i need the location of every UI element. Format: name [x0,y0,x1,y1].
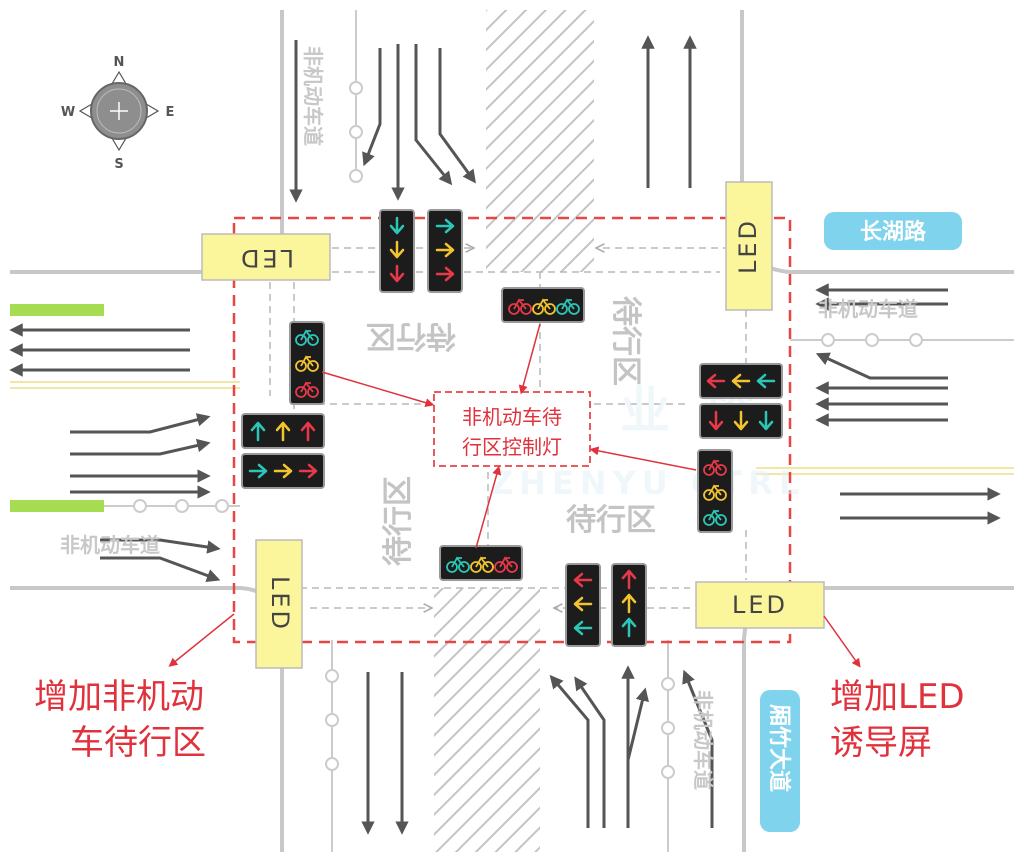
crosswalks [434,10,594,852]
compass-rose-icon: N S W E [61,55,175,172]
bike-signal-north [501,287,585,323]
bike-lane-label-south: 非机动车道 [691,690,715,790]
callout-add-zone: 增加非机动 车待行区 [34,677,206,763]
waiting-zone-south: 待行区 [566,503,656,538]
svg-text:厢竹大道: 厢竹大道 [766,704,792,792]
waiting-zone-west: 待行区 [381,476,416,566]
bike-signals [289,287,733,581]
bicycle-icon [470,556,494,573]
bike-lane-marker [10,304,104,316]
signal-east-left [699,403,783,439]
bike-lane-label-north: 非机动车道 [301,46,325,146]
lane-labels: 非机动车道 非机动车道 非机动车道 非机动车道 [60,46,918,790]
center-lines [10,381,1014,475]
compass-w: W [61,105,75,120]
svg-text:LED: LED [732,591,788,619]
bike-lane-label-west: 非机动车道 [60,533,160,557]
bicycle-icon [556,298,580,315]
led-screen-south: LED [695,581,825,629]
bicycle-icon [703,459,727,476]
bike-lane-marker [10,500,104,512]
signals [241,209,783,647]
callout-add-led: 增加LED 诱导屏 [830,677,965,763]
lane-arrows [9,35,1001,835]
signal-west-straight [241,453,325,489]
svg-text:增加非机动: 增加非机动 [34,677,204,717]
led-screen-east: LED [725,181,773,311]
led-screen-north: LED [201,233,331,281]
compass-s: S [114,157,123,172]
crosswalk-south [434,588,540,852]
svg-text:行区控制灯: 行区控制灯 [462,435,562,459]
compass-n: N [114,55,125,70]
waiting-zone-north: 待行区 [366,318,456,353]
signal-south-left [565,563,601,647]
signal-south-straight [611,563,647,647]
bicycle-icon [295,381,319,398]
svg-text:车待行区: 车待行区 [70,723,206,763]
svg-text:LED: LED [734,218,762,274]
waiting-zone-east: 待行区 [608,296,643,386]
bicycle-icon [532,298,556,315]
signal-north-straight [379,209,415,293]
bicycle-icon [703,509,727,526]
svg-text:LED: LED [238,244,294,272]
svg-text:增加LED: 增加LED [830,677,965,717]
callout-leaders [168,323,861,668]
svg-text:长湖路: 长湖路 [860,219,927,245]
watermark-bottom: ZHENYU CTRL [490,464,805,502]
waiting-zones: 待行区 待行区 待行区 待行区 [366,296,656,566]
signal-north-left [427,209,463,293]
intersection-boundary [232,216,792,644]
bicycle-icon [446,556,470,573]
bicycle-icon [494,556,518,573]
svg-text:LED: LED [266,576,294,632]
road-name-east-west: 长湖路 [824,212,962,250]
bike-signal-south [439,545,523,581]
signal-west-left [241,413,325,449]
signal-east-straight [699,363,783,399]
bike-signal-callout: 非机动车待 行区控制灯 [433,391,591,467]
bike-lane-label-east: 非机动车道 [818,297,918,321]
svg-text:非机动车待: 非机动车待 [462,405,562,429]
led-screen-west: LED [255,539,303,669]
crosswalk-north [486,10,594,272]
compass-e: E [166,105,175,120]
bicycle-icon [295,355,319,372]
bicycle-icon [508,298,532,315]
svg-text:诱导屏: 诱导屏 [830,723,932,763]
bicycle-icon [295,329,319,346]
lane-separators [10,10,1014,852]
bike-signal-west [289,321,325,405]
road-name-north-south: 厢竹大道 [760,690,800,832]
bicycle-icon [703,484,727,501]
bike-signal-east [697,449,733,533]
